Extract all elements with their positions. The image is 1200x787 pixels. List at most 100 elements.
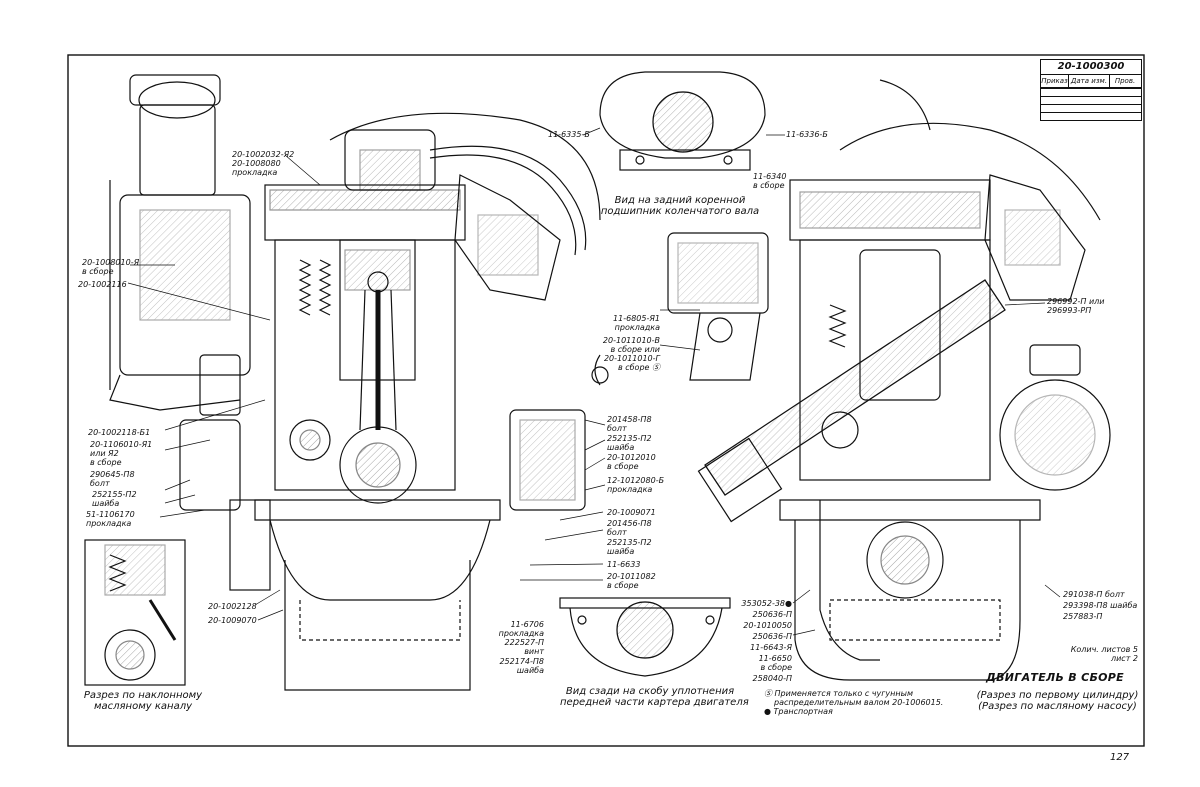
label-text: 20-1011010-Г (603, 354, 660, 363)
label-washer-252174: 252174-П8 шайба (494, 657, 544, 675)
label-text: 201456-П8 (607, 519, 652, 528)
label-text: 296992-П или (1047, 297, 1105, 306)
label-text: 11-6650 (758, 654, 792, 663)
caption-text: передней части картера двигателя (560, 697, 749, 708)
label-text: прокладка (607, 485, 653, 494)
stamp-rows (1041, 87, 1141, 120)
label-part-6336: 11-6336-Б (786, 130, 828, 139)
label-part-257883: 257883-П (1063, 612, 1103, 621)
label-washer-252155: 252155-П2 шайба (92, 490, 137, 508)
label-text: 20-1011010-В (602, 336, 660, 345)
label-text: шайба (607, 547, 635, 556)
label-part-250636-b: 250636-П (752, 632, 792, 641)
label-text: болт (90, 479, 110, 488)
label-text: 252155-П2 (92, 490, 137, 499)
label-oil-receiver: 20-1011082 в сборе (607, 572, 656, 590)
caption-text: Вид на задний коренной (614, 195, 746, 206)
label-text: в сборе Ⓢ (617, 363, 660, 372)
footnote-text: Ⓢ Применяется только с чугунным (764, 689, 913, 698)
drawing-number: 20-1000300 (1041, 60, 1141, 75)
caption-front-seal: Вид сзади на скобу уплотнения передней ч… (560, 686, 749, 708)
footnote-text: ● Транспортная (764, 707, 833, 716)
sheet-frame (67, 54, 1145, 747)
stamp-header-date: Дата изм. (1069, 75, 1110, 87)
label-text: в сборе (90, 458, 122, 467)
rear-bearing-view (599, 71, 766, 171)
front-seal-view (559, 597, 731, 677)
label-part-6335: 11-6335-Б (548, 130, 590, 139)
caption-text: подшипник коленчатого вала (600, 206, 760, 217)
label-part-6650: 11-6650 в сборе (730, 654, 792, 672)
label-text: винт (524, 647, 544, 656)
label-text: 11-6805-Я1 (613, 314, 660, 323)
label-text: 12-1012080-Б (607, 476, 665, 485)
label-gasket-51-1106170: 51-1106170 прокладка (86, 510, 135, 528)
left-engine-section (109, 74, 609, 691)
label-text: 252135-П2 (607, 434, 652, 443)
label-gasket-1012080: 12-1012080-Б прокладка (607, 476, 664, 494)
label-text: 20-1002032-Я2 (232, 150, 295, 159)
label-oil-filter: 20-1012010 в сборе (607, 453, 656, 471)
label-text: 252174-П8 (499, 657, 544, 666)
footnotes: Ⓢ Применяется только с чугунным распреде… (764, 689, 943, 716)
label-text: шайба (516, 666, 544, 675)
label-text: 20-1008080 (232, 159, 281, 168)
label-bolt-201456: 201456-П8 болт (607, 519, 652, 537)
label-head-gasket: 20-1002032-Я2 20-1008080 прокладка (232, 150, 294, 177)
label-text: 20-1106010-Я1 (90, 440, 153, 449)
label-text: 296993-РП (1047, 306, 1092, 315)
label-text: болт (607, 528, 627, 537)
label-text: 290645-П8 (90, 470, 135, 479)
label-fuel-pump: 20-1106010-Я1 или Я2 в сборе (90, 440, 152, 467)
label-text: прокладка (614, 323, 660, 332)
label-text: или Я2 (90, 449, 119, 458)
drawing-stamp-block: 20-1000300 Приказ Дата изм. Пров. (1040, 59, 1142, 121)
label-text: в сборе или (610, 345, 660, 354)
label-gasket-6706: 11-6706 прокладка (494, 620, 544, 638)
drawing-title: ДВИГАТЕЛЬ В СБОРЕ (986, 671, 1124, 684)
label-part-296992: 296992-П или 296993-РП (1047, 297, 1105, 315)
caption-inclined-channel: Разрез по наклонному масляному каналу (78, 690, 208, 712)
label-text: 252135-П2 (607, 538, 652, 547)
label-text: 11-6340 (753, 172, 787, 181)
label-intake-manifold: 20-1008010-Я в сборе (82, 258, 139, 276)
label-text: в сборе (82, 267, 114, 276)
label-bolt-201458: 201458-П8 болт (607, 415, 652, 433)
label-text: 51-1106170 (86, 510, 135, 519)
label-text: шайба (607, 443, 635, 452)
label-text: в сборе (760, 663, 792, 672)
label-part-353052: 353052-38● (741, 599, 792, 608)
label-text: 201458-П8 (607, 415, 652, 424)
sheet-number: лист 2 (1110, 654, 1138, 663)
caption-text: Вид сзади на скобу уплотнения (565, 686, 735, 697)
label-part-6340: 11-6340 в сборе (753, 172, 786, 190)
footnote-text: распределительным валом 20-1006015. (774, 698, 944, 707)
label-text: в сборе (753, 181, 785, 190)
stamp-header-check: Пров. (1114, 77, 1136, 85)
sheet-info: Колич. листов 5 лист 2 (1040, 645, 1138, 663)
page-number: 127 (1110, 752, 1130, 763)
label-part-258040: 258040-П (752, 674, 792, 683)
label-washer-293398: 293398-П8 шайба (1063, 601, 1138, 610)
subtitle-text: (Разрез по масляному насосу) (978, 701, 1137, 712)
label-oil-pump: 20-1011010-В в сборе или 20-1011010-Г в … (600, 336, 660, 372)
label-screw-222527: 222527-П винт (494, 638, 544, 656)
label-gasket-6805: 11-6805-Я1 прокладка (600, 314, 660, 332)
label-text: шайба (92, 499, 120, 508)
water-outlet-fitting (667, 232, 769, 381)
label-washer-252135-b: 252135-П2 шайба (607, 538, 652, 556)
drawing-subtitles: (Разрез по первому цилиндру) (Разрез по … (975, 690, 1140, 712)
label-part-6643: 11-6643-Я (750, 643, 792, 652)
label-text: прокладка (232, 168, 278, 177)
caption-text: масляному каналу (93, 701, 193, 712)
label-text: прокладка (86, 519, 132, 528)
label-text: 222527-П (504, 638, 544, 647)
label-bolt-291038: 291038-П болт (1063, 590, 1125, 599)
label-washer-252135: 252135-П2 шайба (607, 434, 652, 452)
sheet-count: Колич. листов 5 (1070, 645, 1138, 654)
leader-lines (127, 127, 1061, 636)
inclined-channel-section (84, 539, 186, 686)
label-part-1002128: 20-1002128 (208, 602, 257, 611)
